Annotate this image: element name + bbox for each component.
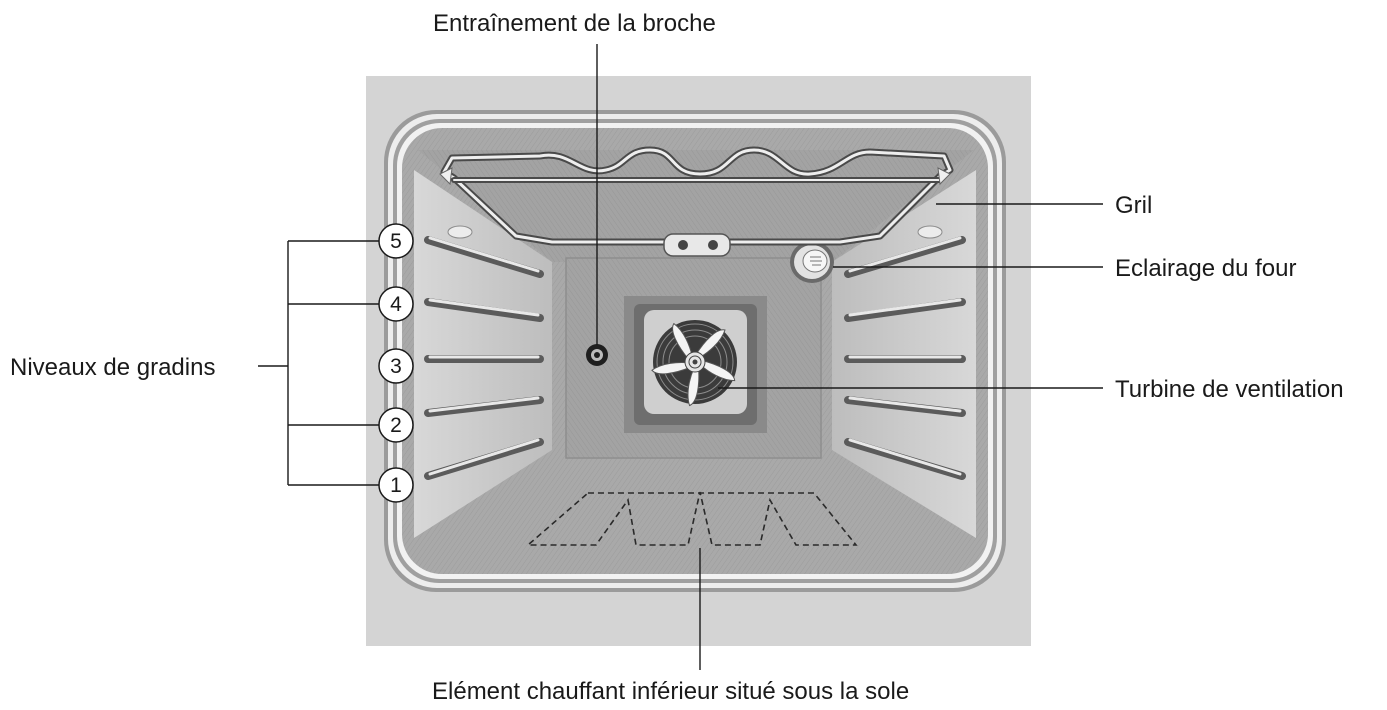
label-grill: Gril [1115, 192, 1153, 219]
shelf-number-2: 2 [390, 414, 402, 437]
shelf-marker-3 [378, 348, 414, 384]
shelf-marker-4 [378, 286, 414, 322]
shelf-marker-5 [378, 223, 414, 259]
shelf-number-4: 4 [390, 293, 402, 316]
cavity-floor [414, 452, 976, 562]
grill-bracket [663, 233, 731, 257]
right-shelf-rungs [844, 236, 966, 480]
shelf-marker-2 [378, 407, 414, 443]
shelf-number-5: 5 [390, 230, 402, 253]
leader-lines [258, 44, 1103, 670]
shelf-number-1: 1 [390, 474, 402, 497]
fan-icon [651, 320, 737, 407]
oven-light [790, 241, 834, 283]
spit-drive-socket [586, 344, 608, 366]
shelf-number-markers: 5 4 3 2 1 [378, 223, 414, 503]
label-bottom-element: Elément chauffant inférieur situé sous l… [432, 678, 910, 705]
label-shelf-levels: Niveaux de gradins [10, 354, 216, 381]
shelf-number-3: 3 [390, 355, 402, 378]
shelf-marker-1 [378, 467, 414, 503]
label-spit-drive: Entraînement de la broche [433, 10, 716, 37]
label-oven-light: Eclairage du four [1115, 255, 1297, 282]
bottom-heating-element [525, 491, 858, 546]
grill-element [440, 146, 954, 246]
left-shelf-rungs [424, 236, 544, 480]
label-fan: Turbine de ventilation [1115, 376, 1344, 403]
